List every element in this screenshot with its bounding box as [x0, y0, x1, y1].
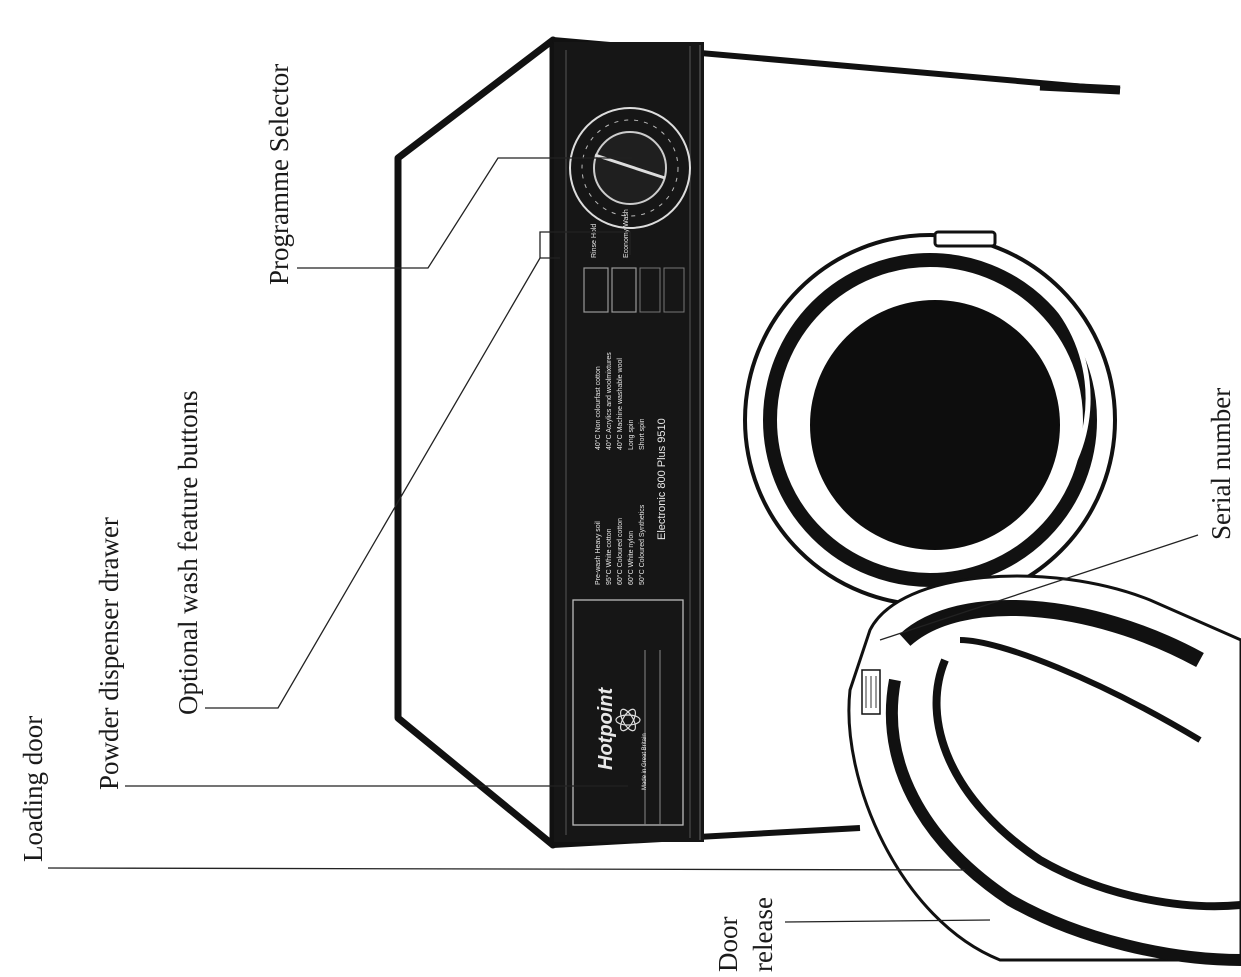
programme-item: Short spin: [639, 418, 646, 450]
programme-item: 60°C White nylon: [627, 531, 635, 585]
programme-item: Long spin: [628, 420, 635, 450]
programme-item: 95°C White cotton: [605, 528, 613, 585]
atom-logo-icon: [615, 708, 641, 732]
programme-item: 60°C Coloured cotton: [616, 518, 624, 585]
label-serial-number: Serial number: [1206, 388, 1236, 540]
label-door-release-line2: release: [748, 897, 778, 972]
machine-body: [394, 36, 1121, 849]
model-line: Electronic 800 Plus 9510: [656, 418, 668, 540]
economy-wash-button[interactable]: [611, 267, 637, 313]
drum-opening: [743, 230, 1117, 607]
rinse-hold-button[interactable]: [583, 267, 609, 313]
label-loading-door: Loading door: [18, 716, 48, 862]
programme-item: 40°C Non colourfast cotton: [594, 366, 602, 450]
economy-wash-label: Economy Wash: [623, 209, 630, 258]
label-programme-selector: Programme Selector: [264, 64, 294, 285]
label-door-release-line1: Door: [713, 917, 743, 973]
programme-selector-dial[interactable]: [569, 107, 691, 229]
rinse-hold-label: Rinse Hold: [591, 224, 598, 258]
made-in-text: Made in Great Britain: [642, 733, 648, 790]
programme-item: Pre-wash Heavy soil: [595, 521, 602, 585]
brand-logo-text: Hotpoint: [595, 686, 617, 770]
label-powder-drawer: Powder dispenser drawer: [94, 517, 124, 790]
powder-dispenser-drawer[interactable]: Hotpoint Made in Great Britain: [572, 599, 684, 826]
optional-buttons: Rinse Hold Economy Wash: [583, 209, 685, 313]
programme-item: 40°C Acrylics and woolmixtures: [605, 352, 613, 450]
loading-door[interactable]: [847, 574, 1241, 966]
leader-lines: [47, 157, 1199, 923]
programme-item: 40°C Machine washable wool: [616, 358, 624, 450]
programme-item: 50°C Coloured Synthetics: [638, 504, 646, 585]
label-optional-buttons: Optional wash feature buttons: [173, 390, 203, 715]
